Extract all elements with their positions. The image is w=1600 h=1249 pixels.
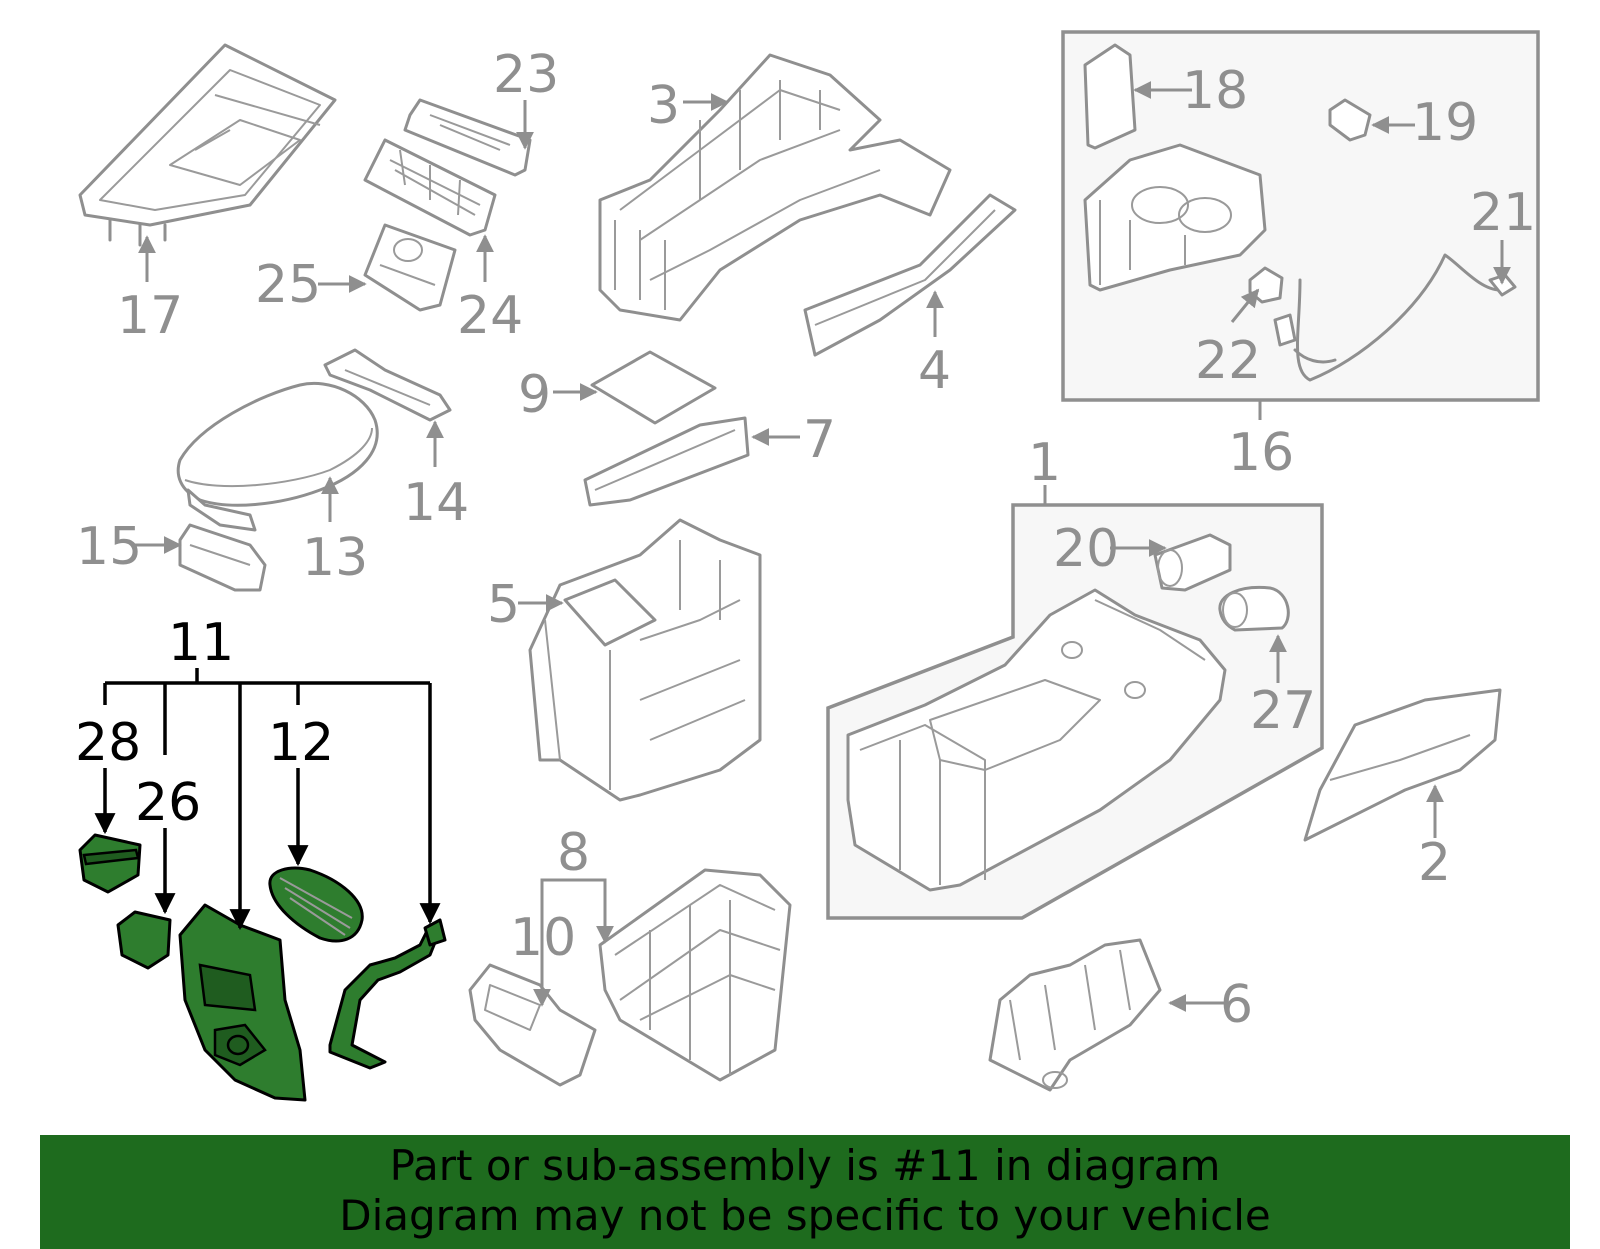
label-9: 9 (518, 365, 551, 425)
part-1-center-console[interactable] (846, 588, 1227, 892)
part-8-storage-box[interactable] (598, 868, 792, 1082)
label-4: 4 (918, 341, 951, 401)
label-13: 13 (302, 528, 368, 588)
part-14-hinge[interactable] (323, 348, 452, 422)
label-18: 18 (1182, 61, 1248, 121)
label-10: 10 (510, 908, 576, 968)
part-17-tray[interactable] (78, 43, 337, 247)
label-14: 14 (403, 473, 469, 533)
label-23: 23 (493, 45, 559, 105)
label-11: 11 (168, 613, 234, 673)
part-21-wire-harness[interactable] (1273, 253, 1517, 382)
label-21: 21 (1470, 183, 1536, 243)
part-15-latch[interactable] (178, 523, 267, 592)
part-11-bezel-green[interactable] (178, 903, 307, 1102)
label-17: 17 (117, 286, 183, 346)
label-12: 12 (268, 713, 334, 773)
part-6-shifter-base[interactable] (988, 938, 1162, 1092)
banner-line-1: Part or sub-assembly is #11 in diagram (389, 1141, 1221, 1190)
label-28: 28 (75, 713, 141, 773)
label-8: 8 (557, 823, 590, 883)
part-10-bin[interactable] (468, 963, 597, 1087)
part-18-cover[interactable] (1083, 43, 1137, 150)
part-13-armrest-lid[interactable] (176, 382, 379, 532)
label-16: 16 (1228, 423, 1294, 483)
part-27-socket[interactable] (1218, 585, 1290, 632)
label-6: 6 (1220, 975, 1253, 1035)
part-12-vent-green[interactable] (268, 866, 364, 943)
banner-line-2: Diagram may not be specific to your vehi… (339, 1191, 1271, 1240)
label-19: 19 (1412, 93, 1478, 153)
label-20: 20 (1053, 519, 1119, 579)
label-2: 2 (1418, 833, 1451, 893)
part-24-switch-panel[interactable] (363, 138, 497, 237)
callout-labels: 17 23 24 25 3 4 9 7 14 13 15 5 18 19 21 … (75, 45, 1536, 1035)
label-25: 25 (255, 255, 321, 315)
label-27: 27 (1250, 681, 1316, 741)
part-25-control-knob[interactable] (363, 223, 457, 312)
label-24: 24 (457, 286, 523, 346)
part-20-usb-socket[interactable] (1153, 533, 1232, 592)
part-9-pad[interactable] (590, 350, 717, 425)
part-28-green[interactable] (78, 833, 142, 894)
part-7-strip[interactable] (583, 416, 750, 507)
leader-lines-11 (94, 668, 441, 931)
label-26: 26 (135, 773, 201, 833)
part-3-console-frame[interactable] (598, 53, 952, 322)
label-3: 3 (647, 76, 680, 136)
label-1: 1 (1028, 433, 1061, 493)
part-4-trim-strip[interactable] (803, 193, 1017, 357)
part-19-clip[interactable] (1328, 98, 1372, 142)
label-7: 7 (803, 410, 836, 470)
part-23-switch-cover[interactable] (403, 98, 532, 177)
part-11-harness-green[interactable] (328, 918, 447, 1070)
label-15: 15 (76, 517, 142, 577)
part-5-rear-panel[interactable] (528, 518, 762, 802)
info-banner: Part or sub-assembly is #11 in diagram D… (40, 1135, 1570, 1249)
part-2-side-panel[interactable] (1303, 688, 1502, 842)
label-5: 5 (487, 575, 520, 635)
leader-lines (135, 81, 1511, 1012)
part-26-green[interactable] (116, 910, 172, 970)
label-22: 22 (1195, 331, 1261, 391)
part-16-cupholder[interactable] (1083, 143, 1267, 292)
